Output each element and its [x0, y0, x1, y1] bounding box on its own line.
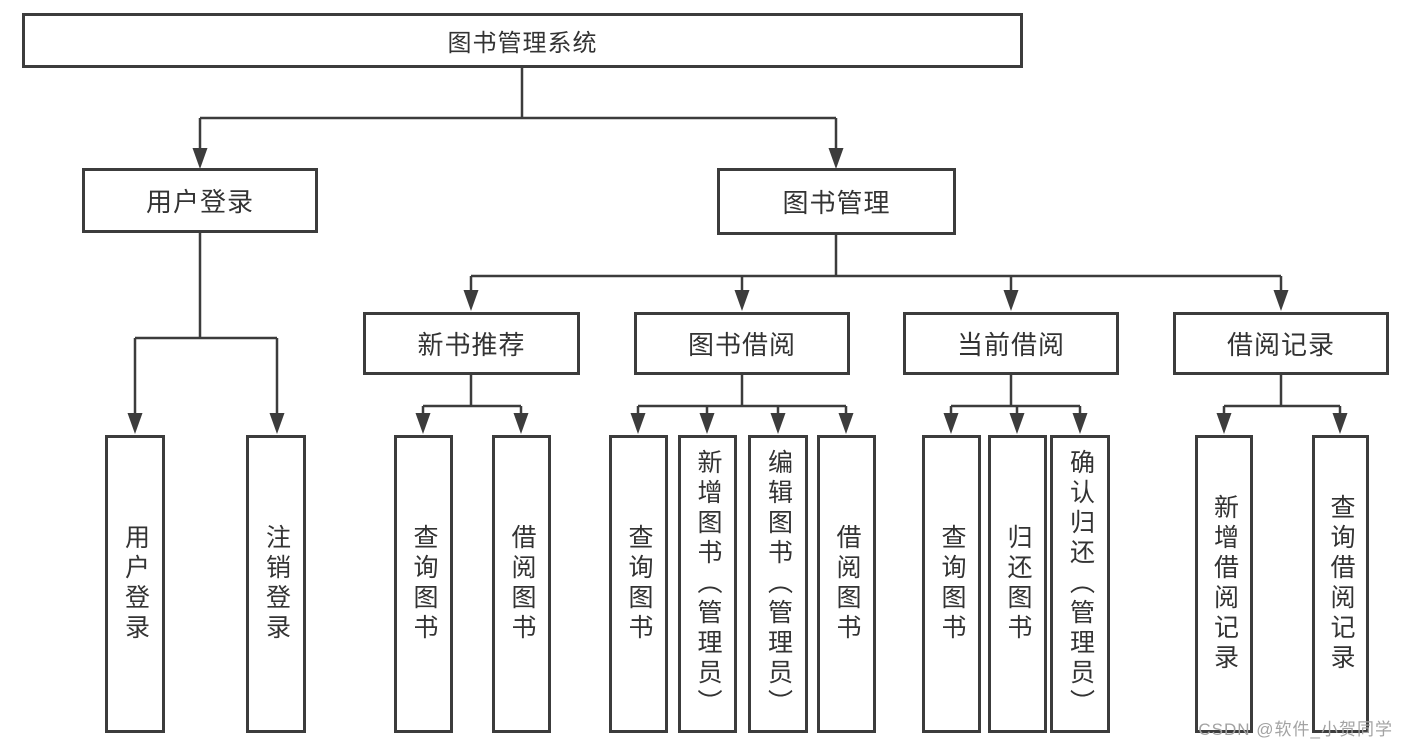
leaf-borrowing-borrow-books: 借阅图书 [817, 435, 876, 733]
leaf-add-borrow-record-label: 新增借阅记录 [1210, 494, 1239, 674]
leaf-newbook-borrow-books-label: 借阅图书 [508, 524, 536, 644]
leaf-newbook-borrow-books: 借阅图书 [492, 435, 551, 733]
leaf-add-book-admin: 新增图书（管理员） [678, 435, 737, 733]
leaf-newbook-query-books-label: 查询图书 [410, 524, 438, 644]
leaf-user-login-label: 用户登录 [121, 524, 150, 644]
csdn-watermark: CSDN @软件_小贺同学 [1198, 720, 1393, 739]
leaf-return-books: 归还图书 [988, 435, 1047, 733]
leaf-newbook-query-books: 查询图书 [394, 435, 453, 733]
node-user-login-label: 用户登录 [145, 187, 254, 217]
leaf-query-borrow-record: 查询借阅记录 [1312, 435, 1369, 733]
leaf-edit-book-admin: 编辑图书（管理员） [748, 435, 808, 733]
leaf-query-borrow-record-label: 查询借阅记录 [1327, 494, 1355, 674]
node-book-management: 图书管理 [717, 168, 956, 235]
node-new-book-recommend-label: 新书推荐 [417, 330, 526, 360]
node-current-borrowing: 当前借阅 [903, 312, 1119, 375]
node-book-management-label: 图书管理 [782, 188, 891, 218]
leaf-return-books-label: 归还图书 [1004, 524, 1032, 644]
node-book-borrowing: 图书借阅 [634, 312, 850, 375]
leaf-borrowing-borrow-books-label: 借阅图书 [833, 524, 861, 644]
leaf-borrowing-query-books: 查询图书 [609, 435, 668, 733]
leaf-current-query-books-label: 查询图书 [938, 524, 966, 644]
node-borrowing-records-label: 借阅记录 [1226, 330, 1335, 360]
leaf-borrowing-query-books-label: 查询图书 [625, 524, 653, 644]
leaf-confirm-return-admin: 确认归还（管理员） [1050, 435, 1110, 733]
node-current-borrowing-label: 当前借阅 [956, 330, 1065, 360]
leaf-edit-book-admin-label: 编辑图书（管理员） [764, 449, 793, 719]
node-root-label: 图书管理系统 [447, 30, 598, 57]
node-borrowing-records: 借阅记录 [1173, 312, 1389, 375]
leaf-logout: 注销登录 [246, 435, 306, 733]
arrowheads [127, 148, 1348, 434]
node-root: 图书管理系统 [22, 13, 1023, 68]
leaf-add-borrow-record: 新增借阅记录 [1195, 435, 1253, 733]
leaf-confirm-return-admin-label: 确认归还（管理员） [1066, 449, 1095, 719]
node-book-borrowing-label: 图书借阅 [687, 330, 796, 360]
leaf-user-login: 用户登录 [105, 435, 165, 733]
leaf-logout-label: 注销登录 [262, 524, 291, 644]
leaf-add-book-admin-label: 新增图书（管理员） [694, 449, 722, 719]
node-new-book-recommend: 新书推荐 [363, 312, 580, 375]
leaf-current-query-books: 查询图书 [922, 435, 981, 733]
node-user-login: 用户登录 [82, 168, 318, 233]
